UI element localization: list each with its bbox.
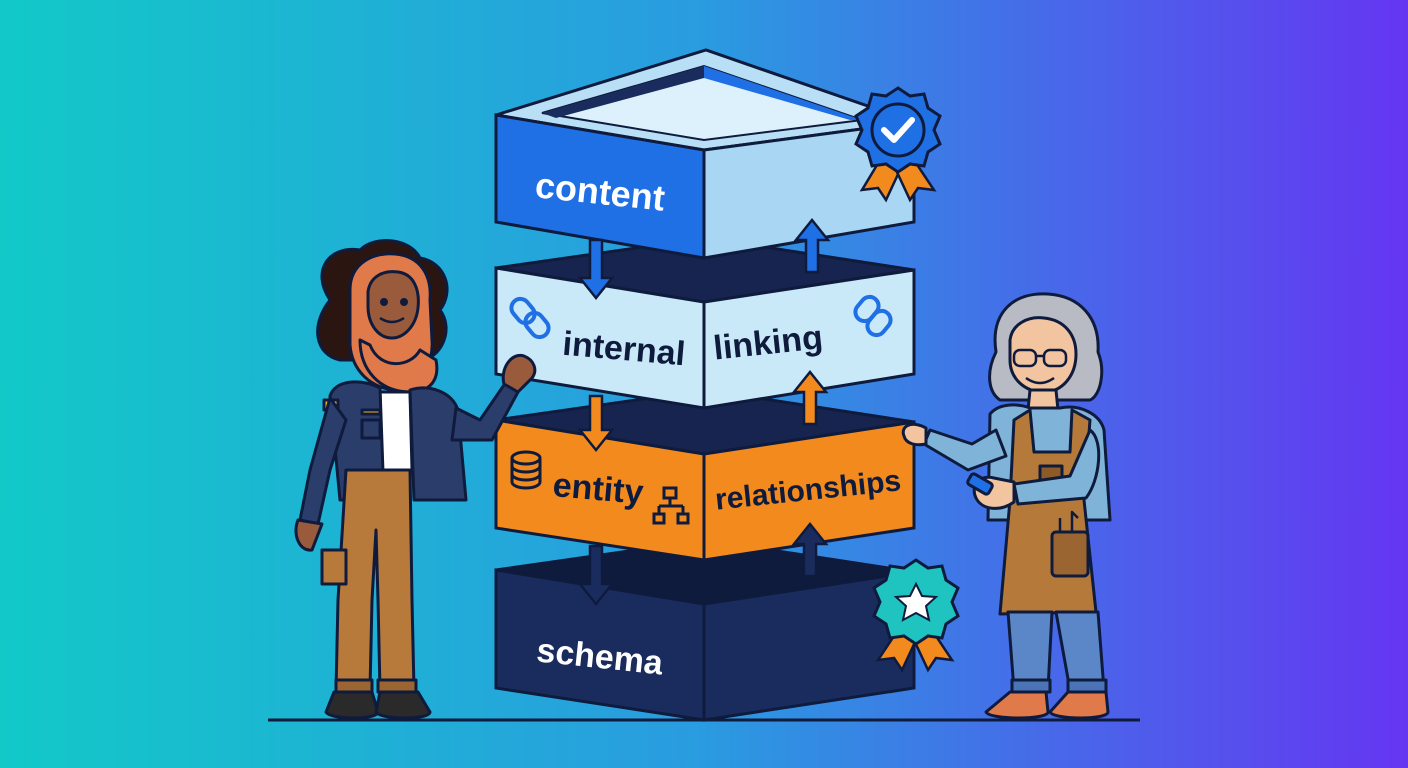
arrow-down-icon (577, 394, 615, 453)
badge-bottom (872, 558, 960, 673)
star-icon (893, 581, 939, 622)
link-icon (509, 296, 551, 340)
arrow-down-icon (577, 238, 615, 301)
coins-icon (510, 450, 542, 490)
arrow-down-icon (577, 544, 615, 607)
person-right (901, 292, 1112, 720)
layer-schema: schema (494, 538, 916, 722)
entity-label: entity (551, 466, 645, 512)
layer-entity-relationships: entity relationships (494, 388, 916, 562)
link-icon (853, 294, 893, 338)
hierarchy-icon (652, 486, 690, 525)
layer-content: content (494, 48, 916, 260)
arrow-up-icon (791, 521, 829, 578)
arrow-up-icon (791, 369, 829, 426)
checkmark-icon (881, 117, 915, 143)
person-left (294, 239, 537, 720)
layer-internal-linking: internal linking (494, 236, 916, 410)
arrow-up-icon (793, 217, 831, 274)
flow-arrows (577, 217, 831, 607)
badge-top (854, 86, 942, 203)
